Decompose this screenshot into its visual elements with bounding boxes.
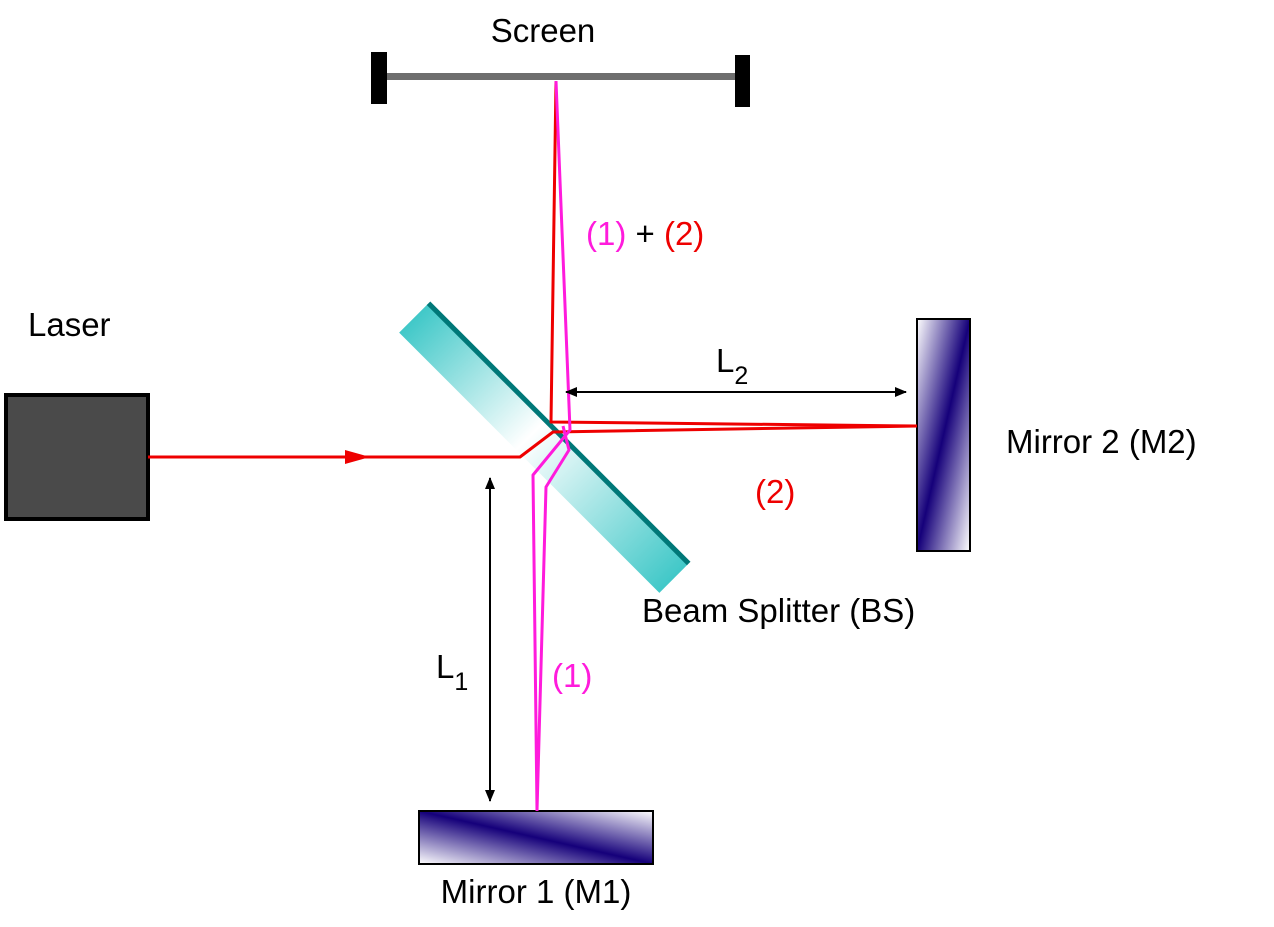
beam2-paths — [148, 80, 918, 459]
beam1-label: (1) — [552, 657, 592, 694]
beam2-label: (2) — [755, 473, 795, 510]
l1-label: L1 — [436, 648, 468, 696]
l1-subscript: 1 — [454, 668, 468, 696]
beam-splitter-plate — [399, 304, 688, 593]
combined-beam2-label: (2) — [664, 215, 704, 252]
laser-direction-arrow — [345, 450, 370, 464]
beam1-paths — [531, 80, 572, 812]
combined-beam1-label: (1) — [586, 215, 626, 252]
combined-plus-label: + — [636, 215, 655, 252]
beam1-up-path — [535, 425, 571, 812]
mirror2-label: Mirror 2 (M2) — [1006, 423, 1197, 460]
l2-main: L — [716, 342, 734, 379]
screen-bar — [386, 73, 738, 80]
screen — [371, 52, 750, 107]
l2-subscript: 2 — [734, 362, 748, 390]
laser-input-beam — [148, 424, 918, 459]
laser-box — [4, 393, 150, 521]
beam-splitter-label: Beam Splitter (BS) — [642, 592, 915, 629]
mirror1 — [418, 810, 654, 865]
screen-left-cap — [371, 52, 387, 104]
l1-main: L — [436, 648, 454, 685]
beam2-return-path — [549, 80, 918, 428]
screen-right-cap — [735, 55, 750, 107]
l2-label: L2 — [716, 342, 748, 390]
combined-beam-label: (1) + (2) — [586, 215, 704, 252]
beam1-down-path — [531, 80, 572, 812]
screen-label: Screen — [491, 12, 596, 49]
mirror2 — [916, 318, 971, 552]
mirror1-label: Mirror 1 (M1) — [441, 873, 632, 910]
laser-label: Laser — [28, 306, 111, 343]
